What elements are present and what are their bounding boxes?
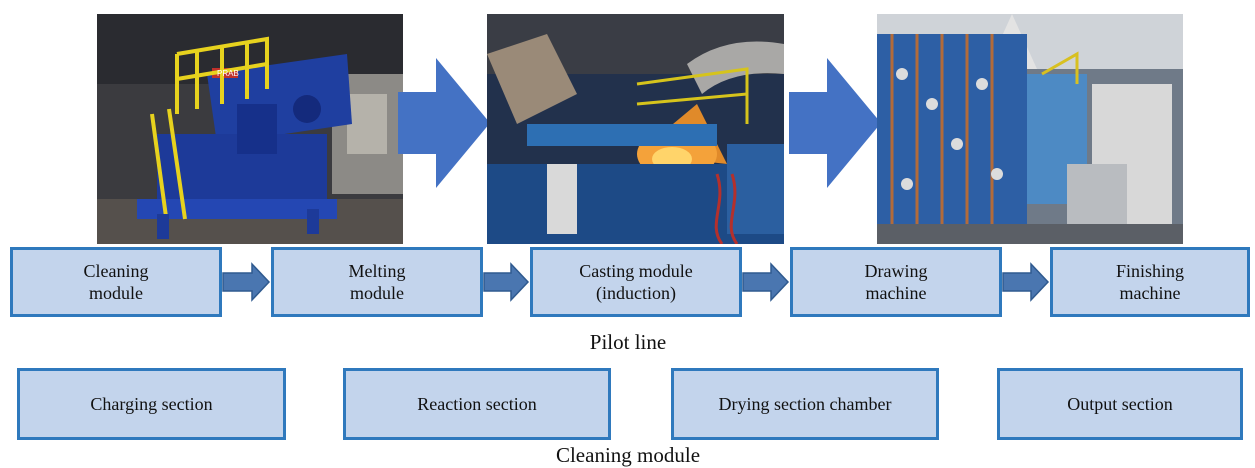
casting-module-photo (487, 14, 784, 244)
flow-arrow-2 (789, 58, 881, 188)
connector-arrow-2 (483, 262, 530, 302)
connector-arrow-4 (1002, 262, 1050, 302)
section-output: Output section (997, 368, 1243, 440)
drawing-machine-photo (877, 14, 1183, 244)
step-melting-module: Melting module (271, 247, 483, 317)
step-drawing-machine: Drawing machine (790, 247, 1002, 317)
pilot-line-caption: Pilot line (589, 330, 667, 354)
cleaning-module-caption: Cleaning module (555, 443, 701, 467)
step-cleaning-module: Cleaning module (10, 247, 222, 317)
step-casting-module: Casting module (induction) (530, 247, 742, 317)
section-reaction: Reaction section (343, 368, 611, 440)
section-charging: Charging section (17, 368, 286, 440)
connector-arrow-3 (742, 262, 790, 302)
prab-logo: PRAB (217, 69, 239, 78)
cleaning-machine-photo: PRAB (97, 14, 403, 244)
connector-arrow-1 (222, 262, 271, 302)
step-finishing-machine: Finishing machine (1050, 247, 1250, 317)
section-drying-chamber: Drying section chamber (671, 368, 939, 440)
flow-arrow-1 (398, 58, 490, 188)
